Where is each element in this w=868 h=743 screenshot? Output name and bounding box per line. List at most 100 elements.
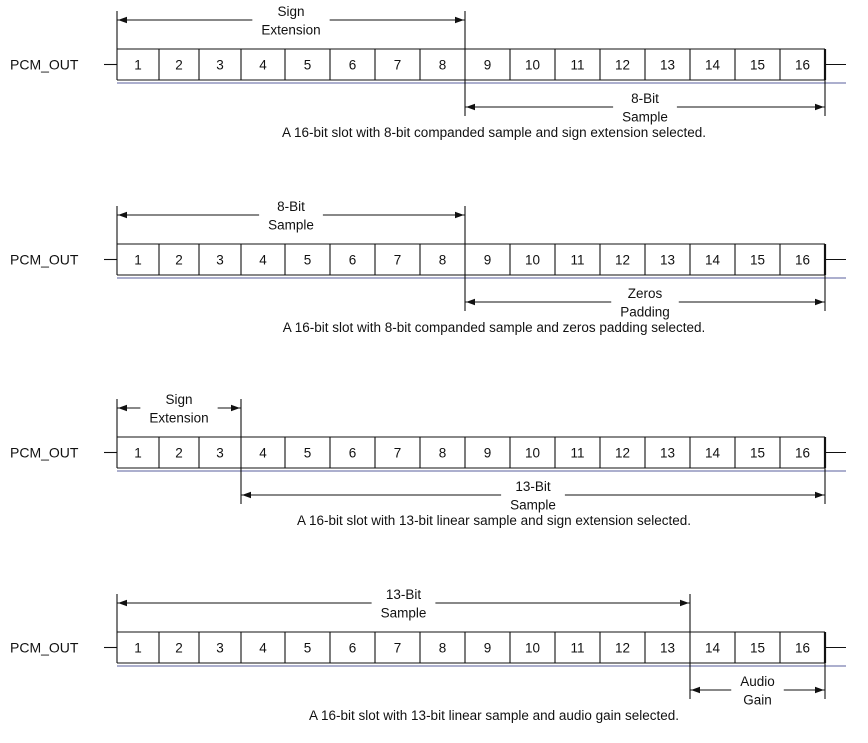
span-arrowhead-right [815,103,824,111]
bit-cell-number: 9 [484,58,492,73]
bit-cell-number: 14 [705,641,721,656]
bit-cell-number: 11 [570,446,584,461]
bit-cell-number: 2 [175,253,183,268]
bit-cell-number: 2 [175,446,183,461]
span-label-line: Sign [277,4,304,19]
bit-cell-number: 12 [615,641,630,656]
bit-cell-number: 16 [795,58,810,73]
span-arrowhead-right [455,16,464,24]
bit-cell-number: 15 [750,446,765,461]
bit-cell-number: 4 [259,58,267,73]
bit-cell-number: 6 [349,641,357,656]
bit-cell-number: 1 [134,446,142,461]
signal-label: PCM_OUT [10,252,79,268]
bit-cell-number: 15 [750,58,765,73]
bit-cell-number: 16 [795,446,810,461]
bit-cell-number: 4 [259,253,267,268]
bit-cell-number: 2 [175,58,183,73]
span-arrowhead-left [118,404,127,412]
bit-cell-number: 13 [660,253,675,268]
bit-cell-number: 9 [484,253,492,268]
bit-cell-number: 7 [394,641,402,656]
span-arrowhead-left [118,211,127,219]
bit-cell-number: 3 [216,446,224,461]
bit-cell-number: 6 [349,253,357,268]
bit-cell-number: 4 [259,641,267,656]
bit-cell-number: 1 [134,253,142,268]
bit-cell-number: 14 [705,253,721,268]
signal-label: PCM_OUT [10,640,79,656]
span-label-line: Sample [381,606,427,621]
span-label-line: Zeros [628,286,663,301]
span-arrowhead-left [466,298,475,306]
bit-cell-number: 8 [439,58,447,73]
span-arrowhead-left [466,103,475,111]
bit-cell-number: 1 [134,641,142,656]
bit-cell-number: 8 [439,641,447,656]
bit-cell-number: 16 [795,641,810,656]
bit-cell-number: 15 [750,253,765,268]
bit-cell-number: 9 [484,641,492,656]
bit-cell-number: 6 [349,58,357,73]
bit-cell-number: 12 [615,58,630,73]
span-arrowhead-right [815,298,824,306]
bit-cell-number: 11 [570,253,584,268]
bit-cell-number: 3 [216,253,224,268]
bit-cell-number: 5 [304,641,312,656]
span-label-line: Sign [165,392,192,407]
span-arrowhead-left [242,491,251,499]
span-label-line: 13-Bit [386,587,422,602]
bit-cell-number: 8 [439,446,447,461]
span-label-line: Gain [743,693,772,708]
slot-caption: A 16-bit slot with 13-bit linear sample … [309,708,679,723]
bit-cell-number: 11 [570,641,584,656]
span-label-line: 13-Bit [515,479,551,494]
span-label-line: Sample [510,498,556,513]
slot-caption: A 16-bit slot with 8-bit companded sampl… [282,125,706,140]
bit-cell-number: 6 [349,446,357,461]
bit-cell-number: 8 [439,253,447,268]
bit-cell-number: 1 [134,58,142,73]
bit-cell-number: 7 [394,446,402,461]
bit-cell-number: 3 [216,641,224,656]
bit-cell-number: 7 [394,58,402,73]
span-arrowhead-right [815,686,824,694]
bit-cell-number: 5 [304,446,312,461]
bit-cell-number: 13 [660,446,675,461]
span-label-line: Extension [149,411,208,426]
span-label-line: Extension [261,23,320,38]
span-label-line: 8-Bit [277,199,305,214]
span-arrowhead-right [231,404,240,412]
bit-cell-number: 4 [259,446,267,461]
bit-cell-number: 10 [525,641,540,656]
span-arrowhead-left [118,599,127,607]
span-label-line: Sample [268,218,314,233]
span-arrowhead-left [118,16,127,24]
bit-cell-number: 13 [660,641,675,656]
bit-cell-number: 10 [525,446,540,461]
bit-cell-number: 13 [660,58,675,73]
slot-caption: A 16-bit slot with 8-bit companded sampl… [283,320,706,335]
span-label-line: 8-Bit [631,91,659,106]
bit-cell-number: 16 [795,253,810,268]
bit-cell-number: 10 [525,253,540,268]
bit-cell-number: 14 [705,446,721,461]
bit-cell-number: 12 [615,446,630,461]
bit-cell-number: 12 [615,253,630,268]
signal-label: PCM_OUT [10,445,79,461]
bit-cell-number: 11 [570,58,584,73]
span-arrowhead-left [691,686,700,694]
